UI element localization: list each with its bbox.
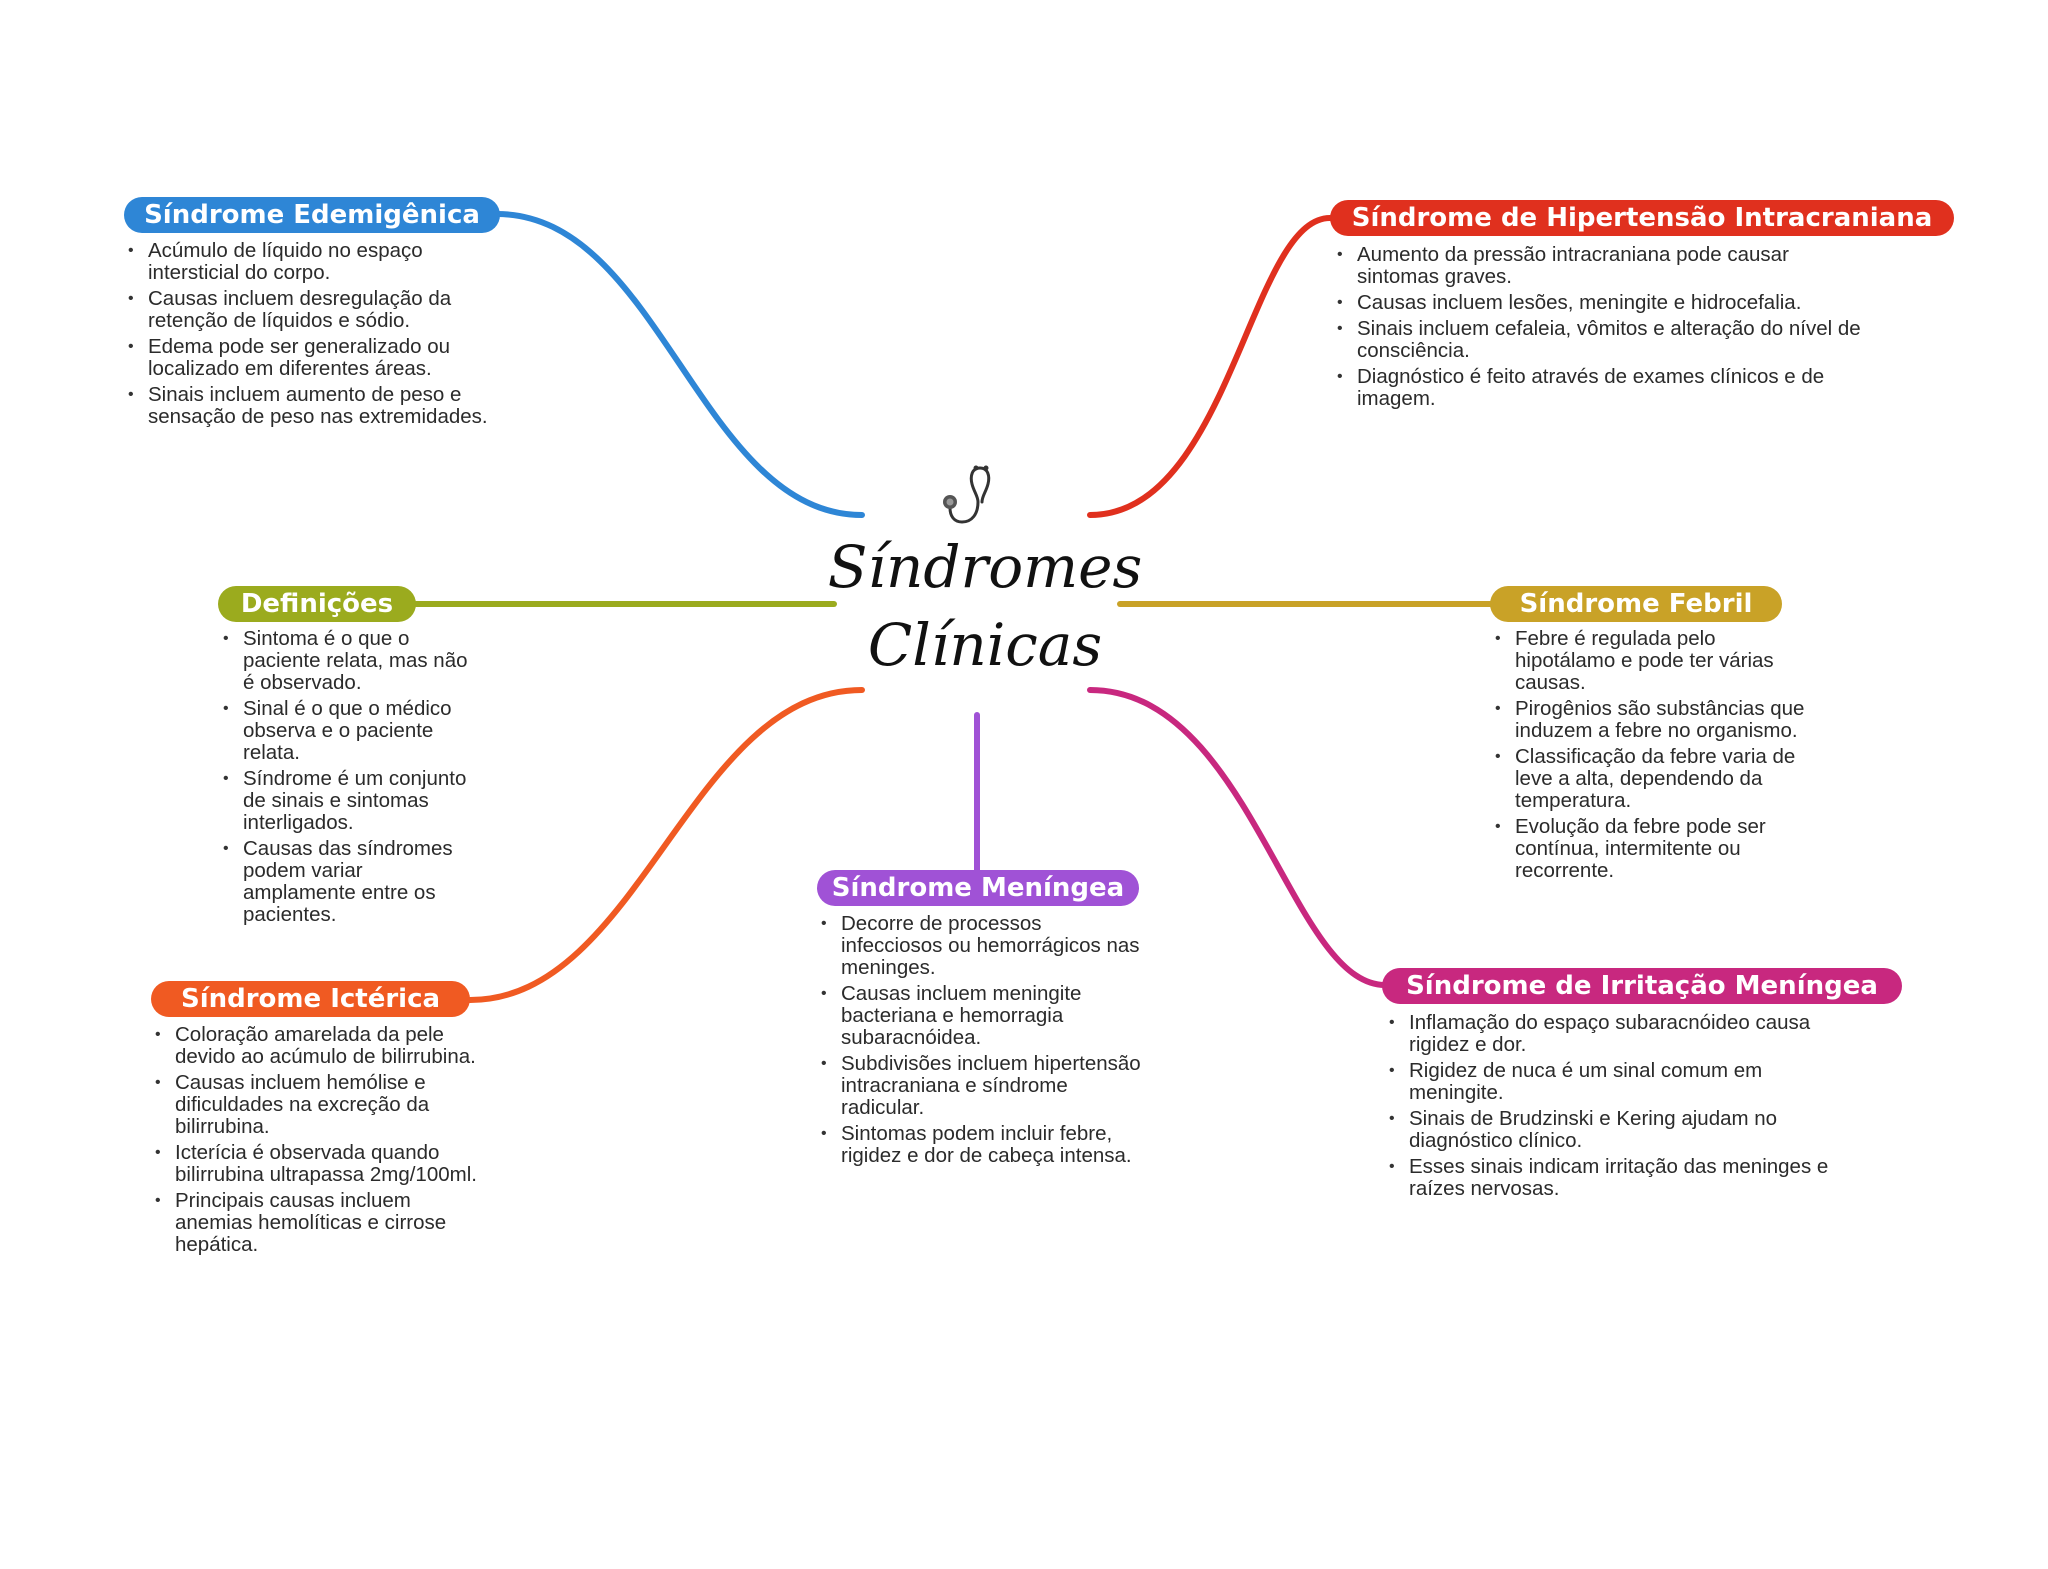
list-item: Sinal é o que o médico observa e o pacie… — [219, 698, 481, 764]
list-item: Pirogênios são substâncias que induzem a… — [1491, 698, 1821, 742]
central-title-line2: Clínicas — [867, 611, 1103, 679]
connector-icterica — [467, 687, 865, 1003]
list-item: Evolução da febre pode ser contínua, int… — [1491, 816, 1821, 882]
topic-pill-icterica[interactable]: Síndrome Ictérica — [151, 981, 470, 1017]
topic-list-edemigenica: Acúmulo de líquido no espaço intersticia… — [124, 240, 494, 432]
topic-pill-edemigenica[interactable]: Síndrome Edemigênica — [124, 197, 500, 233]
list-item: Febre é regulada pelo hipotálamo e pode … — [1491, 628, 1821, 694]
list-item: Causas das síndromes podem variar amplam… — [219, 838, 481, 926]
central-title: Síndromes Clínicas — [820, 528, 1150, 684]
topic-list-icterica: Coloração amarelada da pele devido ao ac… — [151, 1024, 491, 1260]
list-item: Decorre de processos infecciosos ou hemo… — [817, 913, 1147, 979]
list-item: Causas incluem desregulação da retenção … — [124, 288, 494, 332]
list-item: Rigidez de nuca é um sinal comum em meni… — [1385, 1060, 1835, 1104]
list-item: Icterícia é observada quando bilirrubina… — [151, 1142, 491, 1186]
topic-list-hipertensao: Aumento da pressão intracraniana pode ca… — [1333, 244, 1873, 414]
list-item: Sintoma é o que o paciente relata, mas n… — [219, 628, 481, 694]
list-item: Sinais de Brudzinski e Kering ajudam no … — [1385, 1108, 1835, 1152]
connector-irritacao — [1087, 687, 1388, 988]
central-title-line1: Síndromes — [827, 533, 1143, 601]
topic-pill-meningea[interactable]: Síndrome Meníngea — [817, 870, 1139, 906]
topic-list-meningea: Decorre de processos infecciosos ou hemo… — [817, 913, 1147, 1171]
stethoscope-icon — [943, 465, 991, 524]
list-item: Sinais incluem aumento de peso e sensaçã… — [124, 384, 494, 428]
topic-pill-irritacao[interactable]: Síndrome de Irritação Meníngea — [1382, 968, 1902, 1004]
list-item: Sintomas podem incluir febre, rigidez e … — [817, 1123, 1147, 1167]
list-item: Edema pode ser generalizado ou localizad… — [124, 336, 494, 380]
list-item: Coloração amarelada da pele devido ao ac… — [151, 1024, 491, 1068]
list-item: Causas incluem hemólise e dificuldades n… — [151, 1072, 491, 1138]
list-item: Classificação da febre varia de leve a a… — [1491, 746, 1821, 812]
list-item: Subdivisões incluem hipertensão intracra… — [817, 1053, 1147, 1119]
list-item: Diagnóstico é feito através de exames cl… — [1333, 366, 1873, 410]
connector-hipertensao — [1087, 215, 1333, 518]
list-item: Sinais incluem cefaleia, vômitos e alter… — [1333, 318, 1873, 362]
list-item: Síndrome é um conjunto de sinais e sinto… — [219, 768, 481, 834]
list-item: Causas incluem lesões, meningite e hidro… — [1333, 292, 1873, 315]
list-item: Principais causas incluem anemias hemolí… — [151, 1190, 491, 1256]
topic-pill-febril[interactable]: Síndrome Febril — [1490, 586, 1782, 622]
list-item: Esses sinais indicam irritação das menin… — [1385, 1156, 1835, 1200]
list-item: Acúmulo de líquido no espaço intersticia… — [124, 240, 494, 284]
list-item: Causas incluem meningite bacteriana e he… — [817, 983, 1147, 1049]
topic-pill-definicoes[interactable]: Definições — [218, 586, 416, 622]
connector-edemigenica — [494, 211, 865, 518]
list-item: Inflamação do espaço subaracnóideo causa… — [1385, 1012, 1835, 1056]
topic-list-definicoes: Sintoma é o que o paciente relata, mas n… — [219, 628, 481, 930]
list-item: Aumento da pressão intracraniana pode ca… — [1333, 244, 1873, 288]
topic-list-irritacao: Inflamação do espaço subaracnóideo causa… — [1385, 1012, 1835, 1204]
topic-pill-hipertensao[interactable]: Síndrome de Hipertensão Intracraniana — [1330, 200, 1954, 236]
topic-list-febril: Febre é regulada pelo hipotálamo e pode … — [1491, 628, 1821, 886]
